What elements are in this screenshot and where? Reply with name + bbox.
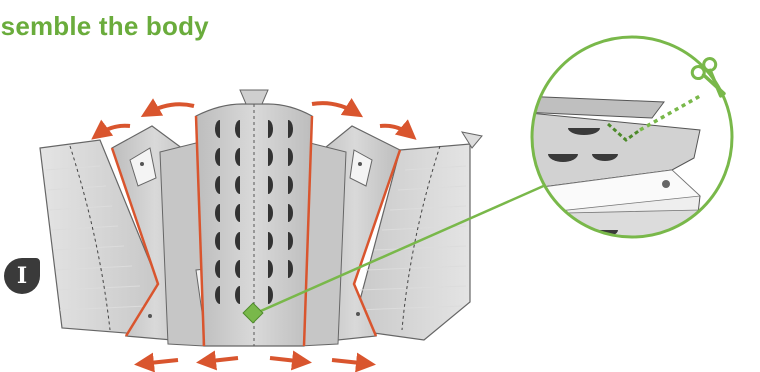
- callout-line: [253, 182, 549, 316]
- right-arrow-icon: [269, 350, 312, 371]
- outer-right-panel: [351, 131, 483, 341]
- page-title: ssemble the body: [0, 11, 209, 41]
- rotate-arrows-top: [91, 98, 417, 140]
- scissors-icon: [690, 57, 726, 98]
- step-badge: I: [4, 258, 40, 294]
- move-arrows-bottom: [134, 350, 376, 372]
- curved-arrow-icon: [91, 119, 131, 140]
- outer-left-panel: [39, 139, 159, 335]
- left-arrow-icon: [134, 352, 179, 372]
- right-arrow-icon: [331, 352, 376, 372]
- callout-anchor: [242, 302, 264, 324]
- central-body-panel: [194, 89, 314, 347]
- zoom-callout: [530, 35, 734, 239]
- left-arrow-icon: [196, 350, 239, 371]
- curved-arrow-icon: [311, 98, 364, 118]
- step-label: I: [16, 263, 28, 289]
- slot-marks: [215, 120, 293, 304]
- curved-arrow-icon: [379, 119, 417, 140]
- curved-arrow-icon: [140, 98, 195, 118]
